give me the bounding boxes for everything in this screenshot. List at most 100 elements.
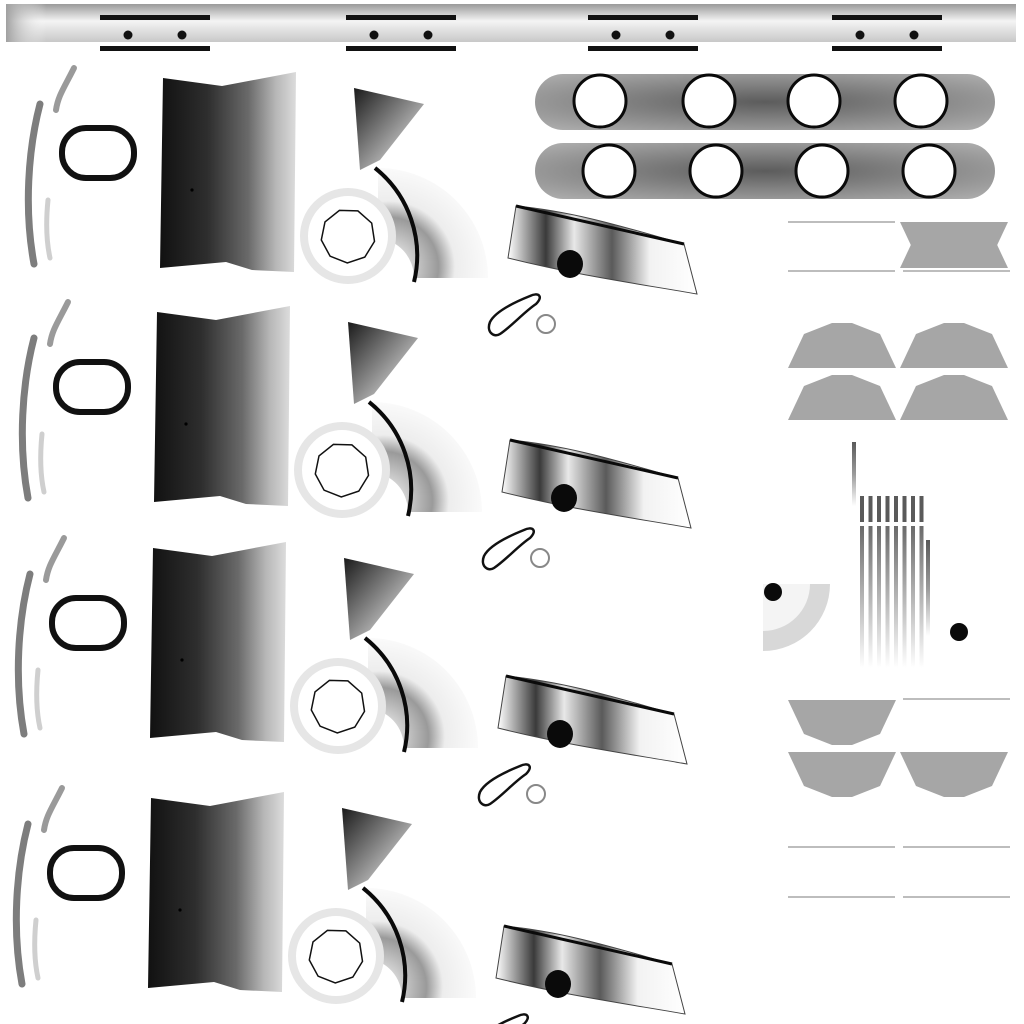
band-knob	[545, 970, 571, 998]
slot-outline	[53, 359, 131, 415]
gradient-bar	[868, 526, 873, 668]
half-disc	[900, 752, 1008, 797]
curved-strip	[34, 667, 43, 731]
tick-bar	[885, 496, 890, 522]
arc-shade	[368, 638, 478, 748]
slot-outline	[59, 125, 137, 181]
arc-shade	[372, 402, 482, 512]
rail-connector	[100, 15, 210, 51]
half-disc	[900, 222, 1008, 266]
octagon-outline	[320, 209, 376, 264]
indicator-dot	[950, 623, 968, 641]
curved-strip	[41, 785, 65, 833]
gradient-bar	[894, 526, 898, 668]
curved-band	[507, 205, 698, 295]
perforated-band	[535, 74, 995, 130]
curved-strip	[38, 431, 47, 495]
rail-rivet	[423, 30, 433, 40]
tapered-wedge	[354, 88, 424, 170]
shaded-panel	[160, 72, 296, 272]
band-hole	[794, 143, 850, 199]
indicator-stripe	[926, 540, 930, 636]
half-disc	[788, 323, 896, 368]
gradient-bar	[860, 526, 864, 668]
panel-speck	[184, 422, 188, 426]
indicator-stripe	[852, 442, 856, 506]
band-hole	[893, 73, 949, 129]
band-knob	[557, 250, 583, 278]
curved-strip	[24, 100, 44, 268]
tick-bar	[919, 496, 924, 522]
gradient-bar	[885, 526, 890, 668]
tapered-wedge	[342, 808, 412, 890]
part-set	[24, 65, 698, 337]
octagon-outline	[314, 443, 370, 498]
curved-strip	[43, 535, 67, 583]
perforated-band	[535, 143, 995, 199]
band-edge	[503, 924, 673, 966]
gradient-bar	[902, 526, 907, 668]
curved-strip	[44, 197, 53, 261]
part-set	[12, 785, 686, 1024]
panel-speck	[180, 658, 184, 662]
hook-piece	[497, 1013, 529, 1024]
rail-connector	[346, 15, 456, 51]
band-hole	[901, 143, 957, 199]
half-disc-grid	[788, 221, 1010, 898]
octagon-outline	[308, 929, 364, 984]
gradient-bar	[877, 526, 881, 668]
tapered-wedge	[348, 322, 418, 404]
band-hole	[681, 73, 737, 129]
hook-piece	[481, 527, 535, 571]
rail-rivet	[177, 30, 187, 40]
rail-rivet	[369, 30, 379, 40]
gauge-knob	[764, 583, 782, 601]
tick-bar	[877, 496, 881, 522]
curved-strip	[47, 299, 71, 347]
curved-strip	[53, 65, 77, 113]
quarter-gauge	[763, 583, 830, 651]
curved-strip	[14, 570, 34, 738]
band-hole	[688, 143, 744, 199]
tick-bar	[860, 496, 864, 522]
tick-bar	[911, 496, 915, 522]
half-disc	[788, 700, 896, 745]
small-ring	[536, 314, 556, 334]
part-set	[18, 299, 692, 571]
small-ring	[526, 784, 546, 804]
rail-connector	[832, 15, 942, 51]
gradient-bar	[911, 526, 915, 668]
shaded-panel	[154, 306, 290, 506]
tick-bar	[868, 496, 873, 522]
curved-strip	[32, 917, 41, 981]
arc-edge	[363, 636, 410, 753]
half-disc	[900, 323, 1008, 368]
half-disc	[900, 375, 1008, 420]
arc-edge	[367, 400, 414, 517]
panel-speck	[178, 908, 182, 912]
top-rail-strip	[6, 4, 1016, 51]
shaded-panel	[150, 542, 286, 742]
hook-piece	[477, 763, 531, 807]
arc-shade	[378, 168, 488, 278]
octagon-outline	[310, 679, 366, 734]
perforated-band-strip	[535, 73, 995, 199]
shaded-panel	[148, 792, 284, 992]
tapered-wedge	[344, 558, 414, 640]
tick-bar	[902, 496, 907, 522]
slot-outline	[47, 845, 125, 901]
band-edge	[505, 674, 675, 716]
gradient-bar	[919, 526, 924, 668]
slot-outline	[49, 595, 127, 651]
arc-edge	[361, 886, 408, 1003]
part-set	[14, 535, 688, 807]
rail-rivet	[665, 30, 675, 40]
rail-rivet	[123, 30, 133, 40]
band-edge	[509, 438, 679, 480]
curved-strip	[18, 334, 38, 502]
band-hole	[786, 73, 842, 129]
rail-rivet	[909, 30, 919, 40]
rail-rivet	[611, 30, 621, 40]
rail-rivet	[855, 30, 865, 40]
gauge-and-swatch-cluster	[763, 442, 968, 668]
